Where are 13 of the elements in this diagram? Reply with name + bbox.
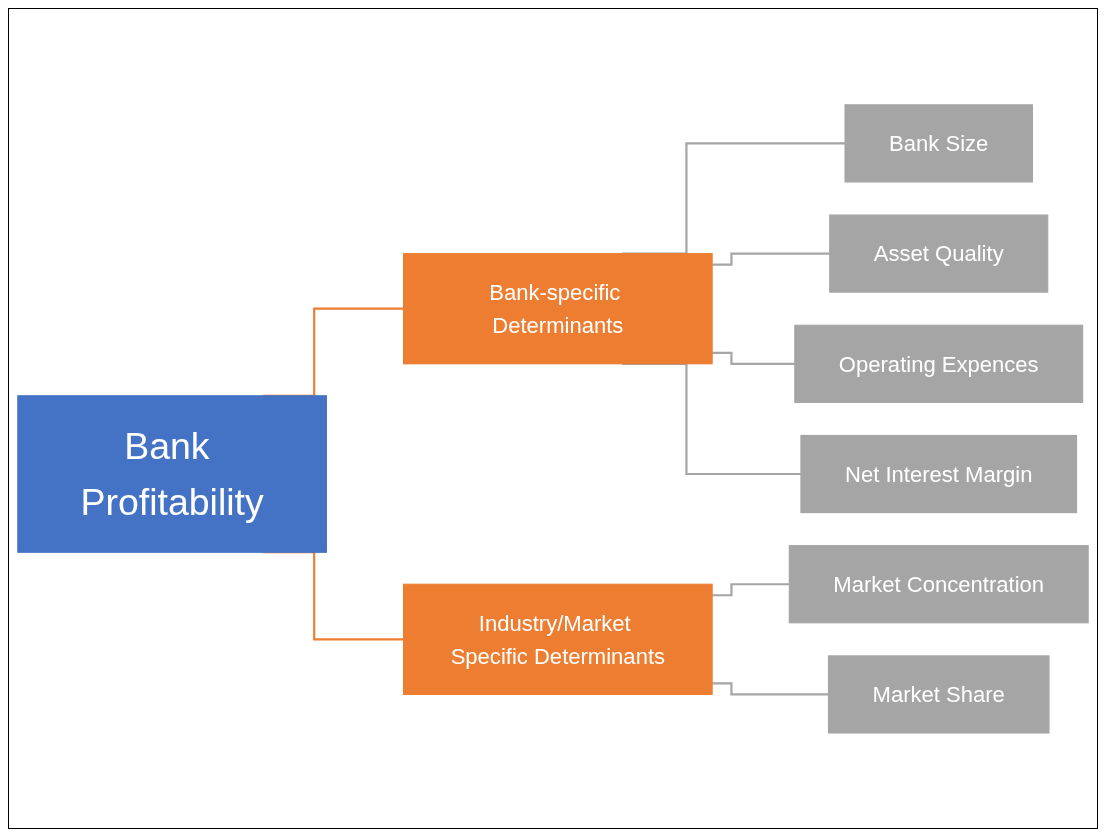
connector xyxy=(712,681,829,696)
node-box: Bank Profitability xyxy=(17,394,327,553)
node-box: Asset Quality xyxy=(829,214,1049,293)
connector xyxy=(712,351,795,365)
connector xyxy=(712,582,790,596)
node-box: Bank Size xyxy=(844,103,1033,183)
node-box: Industry/Market Specific Determinants xyxy=(403,583,713,695)
node-box: Market Share xyxy=(827,654,1050,734)
node-box: Operating Expences xyxy=(794,324,1084,403)
node-box: Bank-specific Determinants xyxy=(403,252,713,364)
node-box: Market Concentration xyxy=(788,544,1089,623)
connector xyxy=(712,252,830,266)
node-box: Net Interest Margin xyxy=(800,434,1078,513)
